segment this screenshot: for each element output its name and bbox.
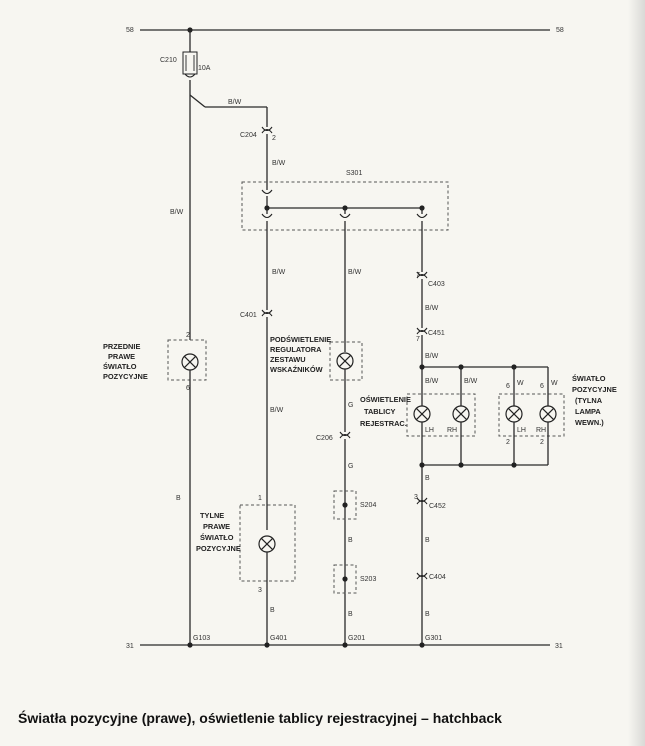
plate-lamp-label-3: REJESTRAC. — [360, 419, 407, 428]
pin-c403: 7 — [416, 272, 420, 279]
fuse-connector-symbol — [184, 73, 196, 78]
front-lamp-label-3: ŚWIATŁO — [103, 362, 137, 371]
dash-lamp-label-1: PODŚWIETLENIE — [270, 335, 331, 344]
rail-31-label-left: 31 — [126, 643, 134, 650]
wire-color-bw2: B/W — [170, 209, 184, 216]
plate-lamp-lh-tag: LH — [425, 427, 434, 434]
connector-c452-label: C452 — [429, 503, 446, 510]
ground-g103: G103 — [193, 635, 210, 642]
connector-c451 — [416, 327, 428, 333]
interior-lamp-label-1: ŚWIATŁO — [572, 374, 606, 383]
plate-lamp-label-2: TABLICY — [364, 407, 396, 416]
rear-lamp-label-3: ŚWIATŁO — [200, 533, 234, 542]
pin-plate-top-b: 6 — [540, 383, 544, 390]
wire-color-g1: G — [348, 402, 353, 409]
interior-lamp-label-5: WEWN.) — [575, 418, 604, 427]
rear-lamp-label-2: PRAWE — [203, 522, 230, 531]
pin-rear-bottom: 3 — [258, 587, 262, 594]
pin-plate-bot-b: 2 — [540, 439, 544, 446]
splice-s204-box — [333, 490, 357, 520]
wire-color-bw1: B/W — [228, 99, 242, 106]
interior-lamp-box — [498, 393, 565, 437]
wire-color-b8: B — [425, 611, 430, 618]
connector-c404 — [416, 572, 428, 578]
fuse-rating-label: 10A — [198, 65, 211, 72]
pin-c204: 2 — [272, 135, 276, 142]
front-lamp-label-1: PRZEDNIE — [103, 342, 140, 351]
ground-g201: G201 — [348, 635, 365, 642]
wire-color-b6: B — [425, 475, 430, 482]
front-lamp-box — [167, 339, 207, 381]
rear-lamp-label-1: TYLNE — [200, 511, 224, 520]
ground-g401: G401 — [270, 635, 287, 642]
wire-color-b5: B — [348, 611, 353, 618]
diagram-caption: Światła pozycyjne (prawe), oświetlenie t… — [18, 710, 502, 726]
connector-c204 — [261, 126, 273, 132]
page-edge-shadow — [628, 0, 645, 746]
wire-color-b1: B — [176, 495, 181, 502]
fuse — [182, 51, 198, 75]
rail-31-label-right: 31 — [555, 643, 563, 650]
splice-s204-label: S204 — [360, 502, 376, 509]
wire-color-w2: W — [551, 380, 558, 387]
splice-s301-label: S301 — [346, 170, 362, 177]
wire-color-bw8: B/W — [425, 353, 439, 360]
connector-c401 — [261, 309, 273, 315]
interior-lamp-rh-tag: RH — [536, 427, 546, 434]
wire-color-bw10: B/W — [464, 378, 478, 385]
connector-c206 — [339, 431, 351, 437]
wire-color-bw7: B/W — [425, 305, 439, 312]
connector-c403-label: C403 — [428, 281, 445, 288]
ground-g301: G301 — [425, 635, 442, 642]
pin-plate-top-a: 6 — [506, 383, 510, 390]
front-lamp-label-2: PRAWE — [108, 352, 135, 361]
rear-lamp-box — [239, 504, 296, 582]
rear-lamp-label-4: POZYCYJNE — [196, 544, 241, 553]
rail-58-label-right: 58 — [556, 27, 564, 34]
dash-lamp-box — [329, 341, 363, 381]
pin-rear-top: 1 — [258, 495, 262, 502]
rail-58-label-left: 58 — [126, 27, 134, 34]
wire-color-bw3: B/W — [272, 160, 286, 167]
wire-color-bw6: B/W — [348, 269, 362, 276]
wire-color-g2: G — [348, 463, 353, 470]
splice-s203 — [342, 576, 348, 582]
connector-c451-label: C451 — [428, 330, 445, 337]
connector-c401-label: C401 — [240, 312, 257, 319]
pin-front-bottom: 6 — [186, 385, 190, 392]
wire-color-bw4: B/W — [272, 269, 286, 276]
connector-c452 — [416, 497, 428, 503]
interior-lamp-label-3: (TYLNA — [575, 396, 603, 405]
connector-c206-label: C206 — [316, 435, 333, 442]
front-lamp-label-4: POZYCYJNE — [103, 372, 148, 381]
dash-lamp-label-3: ZESTAWU — [270, 355, 306, 364]
wire-color-b3: B — [270, 607, 275, 614]
splice-s301-box — [241, 181, 449, 231]
interior-lamp-label-4: LAMPA — [575, 407, 601, 416]
dash-lamp-label-4: WSKAŹNIKÓW — [270, 365, 323, 374]
wire-color-b7: B — [425, 537, 430, 544]
connector-c404-label: C404 — [429, 574, 446, 581]
pin-c452: 3 — [414, 494, 418, 501]
splice-s203-label: S203 — [360, 576, 376, 583]
interior-lamp-lh-tag: LH — [517, 427, 526, 434]
splice-s203-box — [333, 564, 357, 594]
plate-lamp-label-1: OŚWIETLENIE — [360, 395, 411, 404]
connector-c403 — [416, 271, 428, 277]
fuse-connector-label: C210 — [160, 57, 177, 64]
splice-s204 — [342, 502, 348, 508]
pin-front-top: 2 — [186, 332, 190, 339]
pin-plate-bot-a: 2 — [506, 439, 510, 446]
wire-color-bw5: B/W — [270, 407, 284, 414]
dash-lamp-label-2: REGULATORA — [270, 345, 322, 354]
interior-lamp-label-2: POZYCYJNE — [572, 385, 617, 394]
wire-color-b4: B — [348, 537, 353, 544]
plate-lamp-box — [406, 393, 476, 437]
wire-color-w1: W — [517, 380, 524, 387]
plate-lamp-rh-tag: RH — [447, 427, 457, 434]
wire-color-bw9: B/W — [425, 378, 439, 385]
pin-c451: 7 — [416, 336, 420, 343]
connector-c204-label: C204 — [240, 132, 257, 139]
